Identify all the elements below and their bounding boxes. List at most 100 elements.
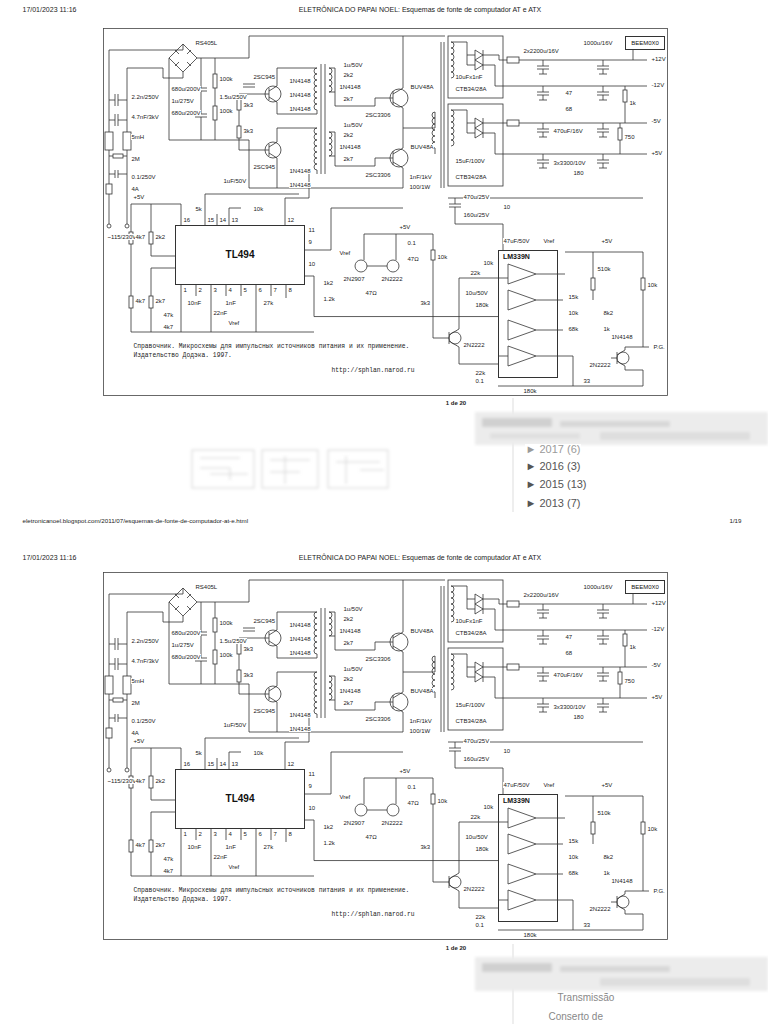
part-value: 33 xyxy=(583,378,591,384)
part-value: 680u/200V xyxy=(171,630,201,636)
part-value: 0.1 xyxy=(407,240,416,246)
part-value: 510k xyxy=(597,266,611,272)
part-value: 100k xyxy=(219,620,233,626)
part-value: 1nF xyxy=(225,844,236,850)
part-value: 27k xyxy=(263,300,274,306)
part-value: 22nF xyxy=(213,854,228,860)
part-value: 2k2 xyxy=(155,778,166,784)
page-number: 1 de 20 xyxy=(445,400,466,406)
part-value: 33 xyxy=(583,922,591,928)
part-value: 9 xyxy=(308,783,312,789)
part-value: 2x2200u/16V xyxy=(523,48,559,54)
part-value: ~115/230V xyxy=(107,234,137,240)
part-value: Vref xyxy=(339,250,351,256)
part-value: 1u/50V xyxy=(343,606,363,612)
part-value: 10k xyxy=(568,310,579,316)
part-value: 7 xyxy=(273,831,277,837)
part-value: 2SC945 xyxy=(253,74,276,80)
part-value: 7 xyxy=(273,287,277,293)
part-value: +5V xyxy=(133,194,145,200)
part-value: +5V xyxy=(601,782,613,788)
part-value: 1nF/1kV xyxy=(409,174,432,180)
part-value: +5V xyxy=(651,694,663,700)
part-value: 47k xyxy=(163,312,174,318)
part-value: 5mH xyxy=(131,134,145,140)
part-value: 2k2 xyxy=(343,676,354,682)
part-value: 1.5u/250V xyxy=(219,94,247,100)
part-value: 2SC3306 xyxy=(365,112,391,118)
part-value: 1k2 xyxy=(323,280,334,286)
part-value: 15k xyxy=(568,294,579,300)
part-value: 100k xyxy=(219,76,233,82)
part-value: 10 xyxy=(503,748,511,754)
chip-name: LM339N xyxy=(502,797,531,804)
part-value: BUV48A xyxy=(410,628,434,634)
part-value: +5V xyxy=(399,768,411,774)
page-title: ELETRÔNICA DO PAPAI NOEL: Esquemas de fo… xyxy=(298,6,542,13)
part-value: 1.5u/250V xyxy=(219,638,247,644)
part-value: 3 xyxy=(213,287,217,293)
part-value: 10 xyxy=(503,204,511,210)
part-value: 11 xyxy=(308,771,315,777)
blurred-banner xyxy=(475,412,768,445)
part-value: 1k xyxy=(629,100,636,106)
part-value: 1N4148 xyxy=(289,106,311,112)
part-value: 1nF xyxy=(225,300,236,306)
part-value: 68k xyxy=(568,326,579,332)
part-value: 2SC945 xyxy=(253,618,276,624)
part-value: 180k xyxy=(523,388,537,394)
sidebar-link: Transmissão xyxy=(557,993,615,1003)
part-value: CTB34/28A xyxy=(455,630,487,636)
part-value: 2SC3306 xyxy=(365,716,391,722)
part-value: 2.2n/250V xyxy=(131,638,159,644)
part-value: 1u/275V xyxy=(171,98,194,104)
part-value: Vref xyxy=(228,320,240,326)
part-value: 2N2222 xyxy=(463,342,485,348)
source-note: Справочник. Микросхемы для импульсных ис… xyxy=(133,886,424,904)
part-value: 4A xyxy=(131,186,139,192)
part-value: 1u/50V xyxy=(343,122,363,128)
part-value: 2k2 xyxy=(343,616,354,622)
part-value: 2x2200u/16V xyxy=(523,592,559,598)
archive-link: ► 2013 (7) xyxy=(525,498,581,509)
blurred-thumbnails xyxy=(192,450,388,488)
part-value: RS405L xyxy=(195,40,218,46)
part-value: 160u/25V xyxy=(463,212,490,218)
part-value: 1.2k xyxy=(323,840,335,846)
part-value: 680u/200V xyxy=(171,86,201,92)
part-value: 14 xyxy=(219,217,227,223)
blurred-banner xyxy=(475,957,768,991)
part-value: 2k7 xyxy=(343,700,354,706)
part-value: 10nF xyxy=(187,844,202,850)
part-value: 1N4148 xyxy=(611,878,633,884)
part-value: 10u/50V xyxy=(465,834,488,840)
part-value: 2SC945 xyxy=(253,708,276,714)
part-value: 15uF/100V xyxy=(455,158,485,164)
part-value: BUV48A xyxy=(410,688,434,694)
part-value: 10k xyxy=(253,206,264,212)
part-value: 8 xyxy=(288,287,292,293)
part-value: 1N4148 xyxy=(339,688,361,694)
part-value: 1.2k xyxy=(323,296,335,302)
part-value: 750 xyxy=(624,678,635,684)
schematic-sheet xyxy=(104,573,668,940)
part-value: 1N4148 xyxy=(611,334,633,340)
part-value: 2k2 xyxy=(343,72,354,78)
part-value: 1uF/50V xyxy=(223,722,247,728)
part-value: -12V xyxy=(651,82,665,88)
fan-connector-box: BEEM0X0 xyxy=(625,580,665,594)
page-date: 17/01/2023 11:16 xyxy=(22,6,77,13)
ic-chip: TL494 xyxy=(175,225,305,285)
part-value: 1N4148 xyxy=(289,622,311,628)
part-value: 100k xyxy=(219,108,233,114)
part-value: 470u/25V xyxy=(463,194,490,200)
part-value: 1uF/50V xyxy=(223,178,247,184)
part-value: 15 xyxy=(207,217,215,223)
part-value: 2SC3306 xyxy=(365,656,391,662)
part-value: 15 xyxy=(207,761,215,767)
page-url: eletronicanoel.blogspot.com/2011/07/esqu… xyxy=(22,518,249,524)
part-value: 1nF/1kV xyxy=(409,718,432,724)
part-value: 68k xyxy=(568,870,579,876)
part-value: 10k xyxy=(568,854,579,860)
part-value: 5mH xyxy=(131,678,145,684)
